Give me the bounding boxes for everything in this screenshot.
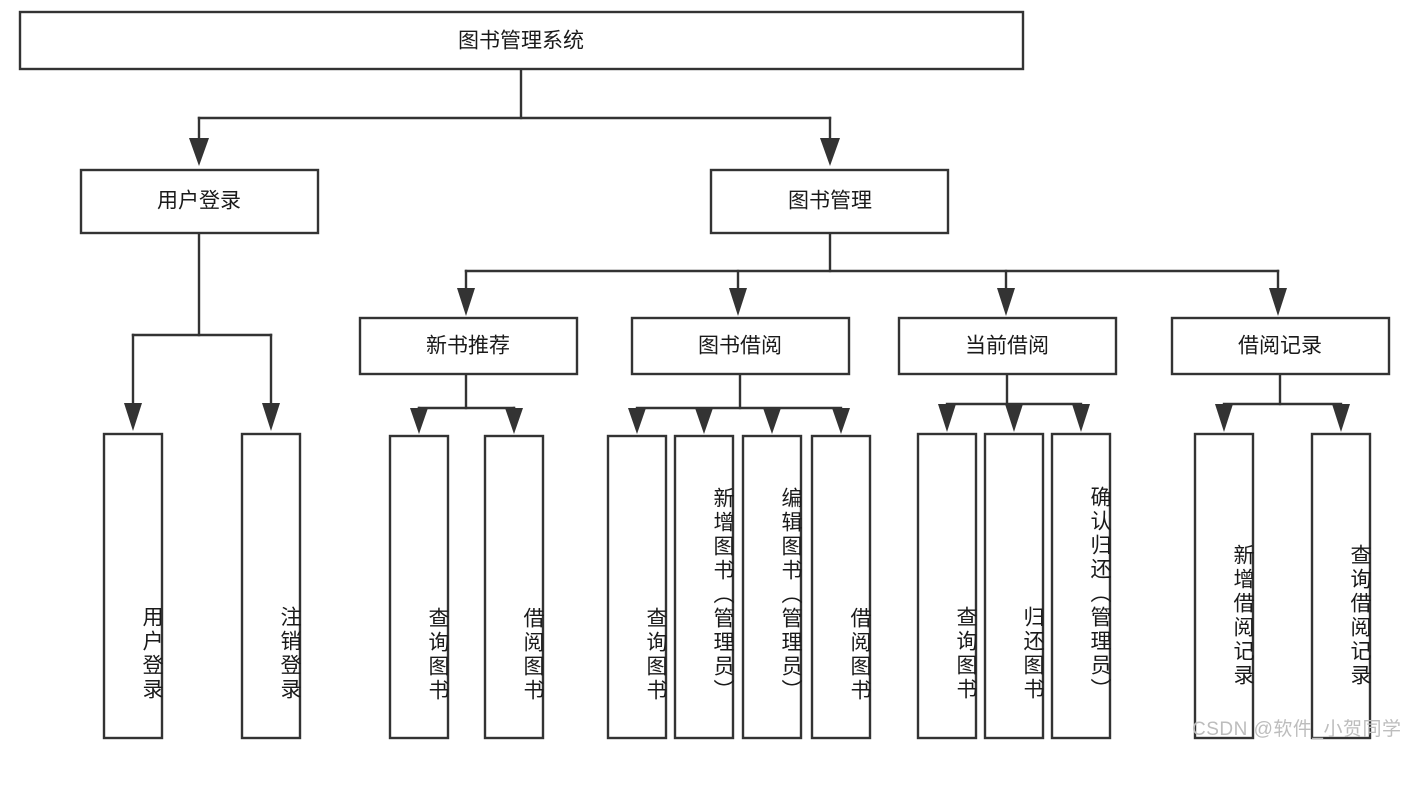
arrow-head-new-book bbox=[457, 288, 475, 316]
arrow-head-borrow-record bbox=[1269, 288, 1287, 316]
node-root-system[interactable]: 图书管理系统 bbox=[18, 10, 1025, 71]
node-user-login-box[interactable] bbox=[79, 168, 320, 235]
diagram-canvas: 图书管理系统 用户登录 图书管理 新书推荐 图书借阅 当前借阅 借阅记录 bbox=[18, 10, 1402, 740]
connector-group-current-borrow bbox=[938, 372, 1090, 432]
arrow-head-user-login-leaf-2 bbox=[262, 403, 280, 431]
tree-diagram-svg: 图书管理系统 用户登录 图书管理 新书推荐 图书借阅 当前借阅 借阅记录 bbox=[18, 10, 1391, 740]
leaf-box-book-borrow-4[interactable] bbox=[810, 434, 872, 740]
arrow-head-borrow-record-leaf-2 bbox=[1332, 404, 1350, 432]
node-new-book-recommend-box[interactable] bbox=[358, 316, 579, 376]
leaf-box-borrow-record-2[interactable] bbox=[1310, 432, 1372, 740]
connector-group-user-login bbox=[124, 231, 280, 431]
node-book-management-box[interactable] bbox=[709, 168, 950, 235]
node-new-book-recommend[interactable]: 新书推荐 bbox=[358, 316, 579, 376]
node-user-login[interactable]: 用户登录 bbox=[79, 168, 320, 235]
node-book-borrow[interactable]: 图书借阅 bbox=[630, 316, 851, 376]
arrow-head-borrow-record-leaf-1 bbox=[1215, 404, 1233, 432]
connector-group-borrow-record bbox=[1215, 372, 1350, 432]
leaf-box-borrow-record-1[interactable] bbox=[1193, 432, 1255, 740]
node-book-management[interactable]: 图书管理 bbox=[709, 168, 950, 235]
leaf-box-current-borrow-2[interactable] bbox=[983, 432, 1045, 740]
node-book-borrow-box[interactable] bbox=[630, 316, 851, 376]
arrow-head-book-borrow-leaf-2 bbox=[695, 408, 713, 434]
node-borrow-record-label: 借阅记录 bbox=[1238, 335, 1322, 358]
arrow-head-user-login bbox=[189, 138, 209, 166]
connector-group-book-borrow bbox=[628, 372, 850, 434]
leaf-box-current-borrow-1[interactable] bbox=[916, 432, 978, 740]
arrow-head-current-borrow-leaf-2 bbox=[1005, 404, 1023, 432]
connector-group-root bbox=[189, 67, 840, 166]
node-user-login-label: 用户登录 bbox=[157, 190, 241, 213]
arrow-head-book-borrow bbox=[729, 288, 747, 316]
node-current-borrow-box[interactable] bbox=[897, 316, 1118, 376]
connector-group-new-book bbox=[410, 372, 523, 434]
leaf-box-book-borrow-2[interactable] bbox=[673, 434, 735, 740]
arrow-head-user-login-leaf-1 bbox=[124, 403, 142, 431]
leaf-box-current-borrow-3[interactable] bbox=[1050, 432, 1112, 740]
node-current-borrow[interactable]: 当前借阅 bbox=[897, 316, 1118, 376]
leaf-box-book-borrow-1[interactable] bbox=[606, 434, 668, 740]
leaf-box-book-borrow-3[interactable] bbox=[741, 434, 803, 740]
node-root-system-label: 图书管理系统 bbox=[458, 30, 584, 53]
arrow-head-book-mgmt bbox=[820, 138, 840, 166]
watermark-text: CSDN @软件_小贺同学 bbox=[1192, 719, 1402, 740]
leaf-box-new-book-1[interactable] bbox=[388, 434, 450, 740]
node-book-management-label: 图书管理 bbox=[788, 190, 872, 213]
arrow-head-new-book-leaf-1 bbox=[410, 408, 428, 434]
leaf-box-user-login-1[interactable] bbox=[102, 432, 164, 740]
leaf-box-user-login-2[interactable] bbox=[240, 432, 302, 740]
node-borrow-record-box[interactable] bbox=[1170, 316, 1391, 376]
node-current-borrow-label: 当前借阅 bbox=[965, 335, 1049, 358]
leaf-box-new-book-2[interactable] bbox=[483, 434, 545, 740]
node-book-borrow-label: 图书借阅 bbox=[698, 335, 782, 358]
arrow-head-current-borrow bbox=[997, 288, 1015, 316]
node-root-system-box[interactable] bbox=[18, 10, 1025, 71]
arrow-head-new-book-leaf-2 bbox=[505, 408, 523, 434]
arrow-head-book-borrow-leaf-4 bbox=[832, 408, 850, 434]
arrow-head-current-borrow-leaf-1 bbox=[938, 404, 956, 432]
arrow-head-current-borrow-leaf-3 bbox=[1072, 404, 1090, 432]
connector-group-book-mgmt bbox=[457, 231, 1287, 316]
arrow-head-book-borrow-leaf-1 bbox=[628, 408, 646, 434]
node-new-book-recommend-label: 新书推荐 bbox=[426, 335, 510, 358]
arrow-head-book-borrow-leaf-3 bbox=[763, 408, 781, 434]
node-borrow-record[interactable]: 借阅记录 bbox=[1170, 316, 1391, 376]
